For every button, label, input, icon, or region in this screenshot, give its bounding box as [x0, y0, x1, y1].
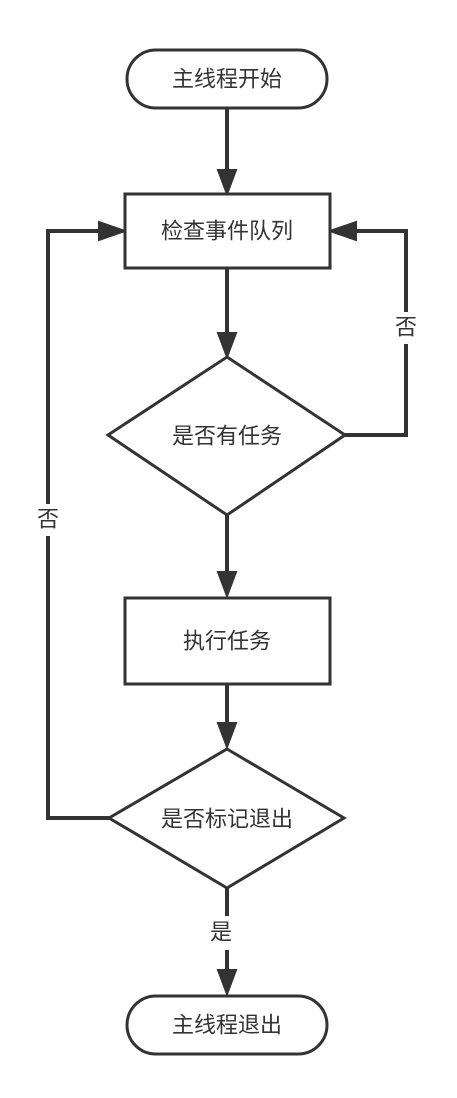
- node-check-queue-label: 检查事件队列: [161, 220, 293, 245]
- arrow-down-icon: [216, 722, 238, 750]
- node-has-task-label: 是否有任务: [172, 425, 282, 450]
- arrow-down-icon: [216, 169, 238, 197]
- label-bg: [392, 312, 420, 344]
- arrow-left-icon: [326, 220, 357, 242]
- node-main-start-label: 主线程开始: [172, 68, 282, 93]
- label-bg: [34, 504, 62, 536]
- node-execute-task-label: 执行任务: [183, 630, 271, 655]
- node-check-exit: 是否标记退出: [106, 747, 347, 890]
- label-bg: [205, 916, 239, 950]
- node-has-task: 是否有任务: [105, 355, 348, 517]
- node-main-start: 主线程开始: [125, 48, 329, 110]
- edge-label-no-task: 否: [395, 316, 417, 341]
- arrow-down-icon: [216, 571, 238, 599]
- node-main-exit: 主线程退出: [125, 994, 329, 1056]
- arrow-down-icon: [216, 332, 238, 360]
- edge-label-not-exit: 否: [37, 508, 59, 533]
- node-execute-task: 执行任务: [123, 596, 332, 686]
- arrow-down-icon: [216, 969, 238, 997]
- edge-start-to-check: [216, 108, 238, 197]
- edge-label-exit-yes: 是: [210, 921, 232, 946]
- edge-check-to-has-task: [216, 268, 238, 360]
- node-check-queue: 检查事件队列: [123, 192, 332, 270]
- arrow-right-icon: [98, 220, 129, 242]
- node-check-exit-label: 是否标记退出: [161, 808, 293, 833]
- node-main-exit-label: 主线程退出: [172, 1014, 282, 1039]
- edge-execute-to-check-exit: [216, 684, 238, 750]
- edge-has-task-to-execute: [216, 515, 238, 599]
